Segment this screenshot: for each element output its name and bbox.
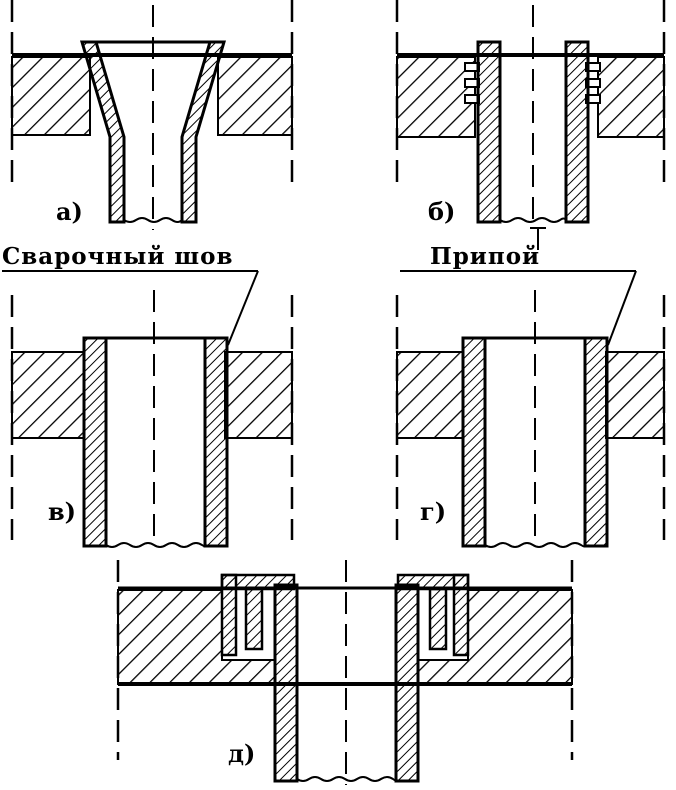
label-a: а) xyxy=(56,197,83,226)
label-b: б) xyxy=(428,197,455,226)
label-v: в) xyxy=(48,497,76,526)
tube-sheet-right xyxy=(217,56,293,136)
sleeve-wall-right-inner xyxy=(428,587,448,651)
tube-wall-right xyxy=(564,40,590,224)
label-d: д) xyxy=(228,739,255,768)
panel-a: а) xyxy=(10,0,294,230)
tube-wall-left xyxy=(273,583,299,783)
weld-leader-diag xyxy=(227,270,259,346)
sleeve-wall-right-outer xyxy=(452,573,470,657)
panel-g: г) xyxy=(395,270,666,548)
panel-v: в) xyxy=(2,270,294,548)
tube-wall-right xyxy=(203,336,229,548)
sleeve-wall-left-outer xyxy=(220,573,238,657)
tube-wall-left xyxy=(461,336,487,548)
tube-wall-right xyxy=(394,583,420,783)
tube-sheet-right xyxy=(605,351,665,439)
panel-d: д) xyxy=(116,560,574,785)
tube-wall-left xyxy=(82,336,108,548)
tube-wall-left xyxy=(476,40,502,224)
solder-leader-diag xyxy=(607,270,637,346)
tube-wall-right xyxy=(583,336,609,548)
tube-sheet-left xyxy=(11,351,85,439)
solder-label: Припой xyxy=(430,243,540,270)
weld-seam-label: Сварочный шов xyxy=(2,243,233,270)
tube-sheet-right xyxy=(597,56,665,138)
tube-sheet-left xyxy=(396,56,476,138)
sleeve-wall-left-inner xyxy=(244,587,264,651)
label-g: г) xyxy=(420,497,446,526)
tube-sheet-right xyxy=(224,351,293,439)
tube-sheet-left xyxy=(11,56,91,136)
panel-b: б) xyxy=(395,0,666,226)
tube-sheet-left xyxy=(396,351,464,439)
